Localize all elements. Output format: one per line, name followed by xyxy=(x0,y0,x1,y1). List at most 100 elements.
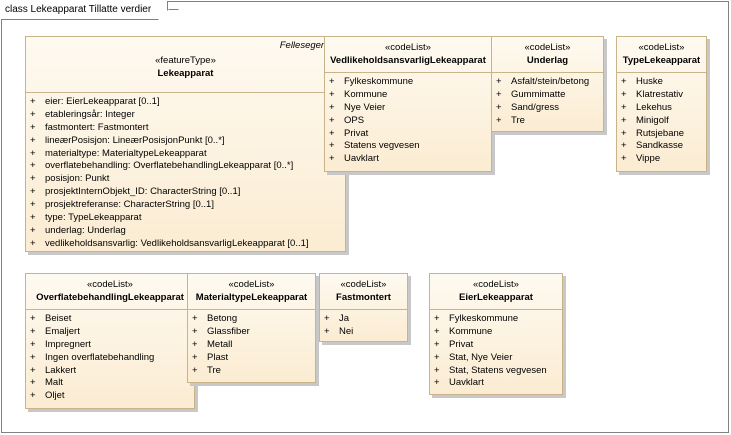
value-text: Statens vegvesen xyxy=(344,140,420,152)
value-row: + Huske xyxy=(617,76,706,89)
value-text: Lekehus xyxy=(636,101,672,113)
visibility-marker: + xyxy=(496,76,502,87)
visibility-marker: + xyxy=(192,313,198,324)
value-list: +Asfalt/stein/betong+Gummimatte+Sand/gre… xyxy=(492,73,603,128)
attribute-row: +eier: EierLekeapparat [0..1] xyxy=(26,96,345,109)
value-text: Stat, Statens vegvesen xyxy=(449,364,547,376)
visibility-marker: + xyxy=(434,325,440,337)
value-row: +Impregnert xyxy=(26,339,194,352)
value-text: Ingen overflatebehandling xyxy=(45,351,155,363)
value-row: +Privat xyxy=(325,128,491,141)
visibility-marker: + xyxy=(329,88,335,100)
class-underlag[interactable]: «codeList» Underlag +Asfalt/stein/betong… xyxy=(491,36,604,132)
class-materialtype[interactable]: «codeList» MaterialtypeLekeapparat + Beto… xyxy=(187,273,316,383)
value-row: +Minigolf xyxy=(617,115,706,128)
value-text: Betong xyxy=(207,313,238,324)
value-row: + Tre xyxy=(492,115,603,128)
value-text: Gummimatte xyxy=(511,88,566,100)
class-stereotype: «codeList» xyxy=(524,42,571,53)
visibility-marker: + xyxy=(329,153,335,165)
visibility-marker: + xyxy=(329,114,335,126)
value-text: Huske xyxy=(636,76,663,87)
value-row: +Ja xyxy=(320,313,407,326)
value-text: Impregnert xyxy=(45,338,91,350)
visibility-marker: + xyxy=(30,199,36,211)
value-list: +Huske+Klatrestativ+Lekehus+Minigolf+Rut… xyxy=(617,73,706,166)
class-eierlekeapparat[interactable]: «codeList» EierLekeapparat +Fylkeskommun… xyxy=(429,273,563,395)
value-row: +Fylkeskommune xyxy=(430,313,562,326)
value-row: +Beiset xyxy=(26,313,194,326)
value-row: + OPS xyxy=(325,115,491,128)
value-row: + Kommune xyxy=(325,89,491,102)
value-text: Vippe xyxy=(636,153,661,165)
class-name: OverflatebehandlingLekeapparat xyxy=(36,292,184,303)
attribute-row: +fastmontert: Fastmontert xyxy=(26,122,345,135)
value-row: +Privat xyxy=(430,339,562,352)
value-text: Klatrestativ xyxy=(636,88,683,100)
value-row: +Oljet xyxy=(26,390,194,403)
value-text: Kommune xyxy=(344,88,388,100)
visibility-marker: + xyxy=(324,313,330,324)
value-row: +Nye Veier xyxy=(325,102,491,115)
class-lekeapparat[interactable]: Fellesegenska «featureType» Lekeapparat … xyxy=(25,36,346,252)
value-row: +Sandkasse xyxy=(617,140,706,153)
value-text: Kommune xyxy=(449,325,493,337)
visibility-marker: + xyxy=(496,114,502,126)
value-text: OPS xyxy=(344,114,365,126)
attribute-text: type: TypeLekeapparat xyxy=(45,212,142,224)
value-row: + Uavklart xyxy=(325,153,491,166)
class-name: TypeLekeapparat xyxy=(622,55,701,66)
value-row: +Klatrestativ xyxy=(617,89,706,102)
class-stereotype: «codeList» xyxy=(638,42,685,53)
value-row: +Lakkert xyxy=(26,365,194,378)
value-row: +Emaljert xyxy=(26,326,194,339)
visibility-marker: + xyxy=(30,186,36,198)
value-text: Metall xyxy=(207,338,233,350)
visibility-marker: + xyxy=(496,101,502,113)
value-row: +Glassfiber xyxy=(188,326,315,339)
value-text: Tre xyxy=(511,114,525,126)
visibility-marker: + xyxy=(192,325,198,337)
value-row: +Stat, Nye Veier xyxy=(430,352,562,365)
visibility-marker: + xyxy=(30,160,36,172)
value-row: +Nei xyxy=(320,326,407,339)
visibility-marker: + xyxy=(30,96,36,107)
value-row: +Uavklart xyxy=(430,377,562,390)
value-row: +Malt xyxy=(26,377,194,390)
class-vedlikeholdsansvarlig[interactable]: «codeList» VedlikeholdsansvarligLekeappa… xyxy=(324,36,492,172)
visibility-marker: + xyxy=(30,121,36,133)
visibility-marker: + xyxy=(621,127,627,139)
attribute-text: underlag: Underlag xyxy=(45,224,126,236)
value-row: + Rutsjebane xyxy=(617,128,706,141)
attribute-row: +vedlikeholdsansvarlig: Vedlikeholdsansv… xyxy=(26,238,345,251)
value-text: Lakkert xyxy=(45,364,77,376)
value-text: Oljet xyxy=(45,390,65,402)
visibility-marker: + xyxy=(329,127,335,139)
visibility-marker: + xyxy=(621,76,627,87)
value-text: Rutsjebane xyxy=(636,127,685,139)
value-text: Asfalt/stein/betong xyxy=(511,76,590,87)
visibility-marker: + xyxy=(434,364,440,376)
class-stereotype: «codeList» xyxy=(473,279,519,290)
class-fastmontert[interactable]: «codeList» Fastmontert +Ja+Nei xyxy=(319,273,408,342)
value-list: +Betong+Glassfiber+Metall+Plast+Tre xyxy=(188,310,315,377)
value-list: +Fylkeskommune+Kommune+Nye Veier+OPS+Pri… xyxy=(325,73,491,166)
visibility-marker: + xyxy=(621,101,627,113)
visibility-marker: + xyxy=(329,101,335,113)
visibility-marker: + xyxy=(30,237,36,249)
class-overflatebehandling[interactable]: «codeList» OverflatebehandlingLekeappara… xyxy=(25,273,195,409)
attribute-row: +materialtype: MaterialtypeLekeapparat xyxy=(26,148,345,161)
value-text: Sandkasse xyxy=(636,140,684,152)
value-text: Fylkeskommune xyxy=(449,313,519,324)
class-typelekeapparat[interactable]: «codeList» TypeLekeapparat +Huske+Klatre… xyxy=(616,36,707,172)
attribute-row: +type: TypeLekeapparat xyxy=(26,212,345,225)
value-text: Nei xyxy=(339,325,354,337)
value-text: Uavklart xyxy=(449,377,484,389)
attribute-row: +prosjektInternObjekt_ID: CharacterStrin… xyxy=(26,186,345,199)
class-stereotype: «codeList» xyxy=(228,279,275,290)
attribute-text: posisjon: Punkt xyxy=(45,173,110,185)
class-name: MaterialtypeLekeapparat xyxy=(195,292,308,303)
attribute-row: +etableringsår: Integer xyxy=(26,109,345,122)
value-text: Uavklart xyxy=(344,153,379,165)
visibility-marker: + xyxy=(621,153,627,165)
